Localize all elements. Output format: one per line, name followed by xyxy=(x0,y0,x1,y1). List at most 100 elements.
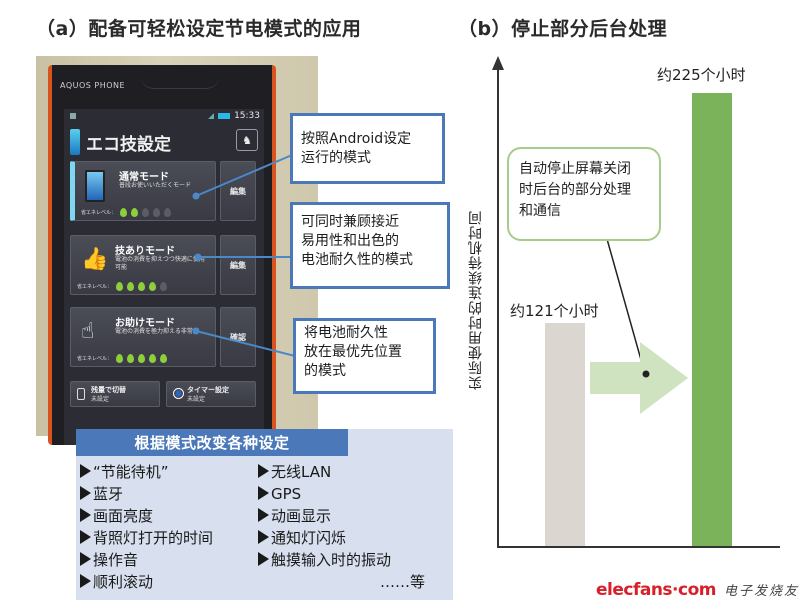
annotation-bubble: 自动停止屏幕关闭 时后台的部分处理 和通信 xyxy=(507,147,661,241)
triangle-bullet-icon xyxy=(80,508,91,522)
triangle-bullet-icon xyxy=(80,530,91,544)
callout-rescue-mode: 将电池耐久性 放在最优先位置 的模式 xyxy=(293,318,436,394)
callout-normal-mode: 按照Android设定 运行的模式 xyxy=(290,113,445,184)
screen-header: エコ技設定 xyxy=(70,129,171,155)
callout-line: 易用性和出色的 xyxy=(301,233,399,249)
signal-icon xyxy=(208,113,215,119)
phone-screen: 15:33 エコ技設定 ♞ 通常モード 普段お使いいただくモード 省エネレベル：… xyxy=(64,109,264,445)
bar-after xyxy=(692,93,732,546)
status-time: 15:33 xyxy=(234,111,260,121)
y-axis-label: 实际使用时的连续待机时间 xyxy=(468,210,484,390)
eco-mascot-icon: ♞ xyxy=(242,133,252,147)
triangle-bullet-icon xyxy=(80,552,91,566)
battery-icon xyxy=(218,113,231,119)
watermark-logo: elecfans·com xyxy=(596,580,716,600)
notification-icon xyxy=(70,113,76,119)
mode-rescue[interactable]: ☝ お助けモード 電池の消費を極力抑える非常用 省エネレベル： xyxy=(70,307,216,367)
leaf-icon xyxy=(127,282,135,291)
battery-icon xyxy=(77,388,85,400)
battery-large-icon xyxy=(70,129,80,155)
screen-title: エコ技設定 xyxy=(86,134,171,155)
leaf-icon xyxy=(160,354,168,363)
eco-level: 省エネレベル： xyxy=(77,282,168,291)
settings-list-box: 根据模式改变各种设定 “节能待机” 蓝牙 画面亮度 背照灯打开的时间 操作音 顺… xyxy=(76,429,453,600)
panel-b-title: （b）停止部分后台处理 xyxy=(458,18,668,40)
y-axis xyxy=(497,68,499,548)
leaf-icon xyxy=(153,208,161,217)
eco-level-label: 省エネレベル： xyxy=(81,210,117,216)
settings-item: 画面亮度 xyxy=(80,505,213,527)
mode-skilled-edit-button[interactable]: 編集 xyxy=(220,235,256,295)
settings-left-column: “节能待机” 蓝牙 画面亮度 背照灯打开的时间 操作音 顺利滚动 xyxy=(80,461,213,593)
eco-tech-button[interactable]: ♞ xyxy=(236,129,258,151)
triangle-bullet-icon xyxy=(258,552,269,566)
mode-rescue-confirm-button[interactable]: 確認 xyxy=(220,307,256,367)
button-sublabel: 未設定 xyxy=(91,396,110,403)
timer-icon xyxy=(173,388,184,399)
settings-item: 蓝牙 xyxy=(80,483,213,505)
settings-item: GPS xyxy=(258,483,391,505)
triangle-bullet-icon xyxy=(258,508,269,522)
mode-description: 電池の消費を極力抑える非常用 xyxy=(115,328,199,335)
eco-level-label: 省エネレベル： xyxy=(77,356,113,362)
panel-a-title: （a）配备可轻松设定节电模式的应用 xyxy=(36,18,362,40)
x-axis xyxy=(497,546,780,548)
bar-before xyxy=(545,323,585,546)
triangle-bullet-icon xyxy=(80,464,91,478)
leaf-icon xyxy=(149,354,157,363)
mode-name: 技ありモード xyxy=(115,246,175,257)
callout-skilled-mode: 可同时兼顾接近 易用性和出色的 电池耐久性的模式 xyxy=(290,202,450,289)
settings-item: “节能待机” xyxy=(80,461,213,483)
leaf-icon xyxy=(116,354,124,363)
mode-normal-edit-button[interactable]: 編集 xyxy=(220,161,256,221)
mode-name: 通常モード xyxy=(119,172,169,183)
leaf-icon xyxy=(116,282,124,291)
callout-line: 将电池耐久性 xyxy=(304,325,388,341)
button-label: タイマー設定 xyxy=(187,386,229,394)
watermark: elecfans·com 电子发烧友 xyxy=(596,580,799,600)
triangle-bullet-icon xyxy=(258,486,269,500)
button-sublabel: 未設定 xyxy=(187,396,206,403)
mode-name: お助けモード xyxy=(115,318,175,329)
settings-etc: ……等 xyxy=(379,573,425,591)
annotation-line: 时后台的部分处理 xyxy=(519,182,631,198)
settings-header: 根据模式改变各种设定 xyxy=(76,429,348,456)
phone-device: AQUOS PHONE 15:33 エコ技設定 ♞ 通常モード 普段お使いいただ… xyxy=(48,65,276,445)
phone-brand: AQUOS PHONE xyxy=(60,81,126,90)
thumbs-up-leaf-icon: 👍 xyxy=(81,247,109,272)
settings-item: 操作音 xyxy=(80,549,213,571)
settings-right-column: 无线LAN GPS 动画显示 通知灯闪烁 触摸输入时的振动 xyxy=(258,461,391,571)
settings-item: 通知灯闪烁 xyxy=(258,527,391,549)
settings-item: 触摸输入时的振动 xyxy=(258,549,391,571)
callout-line: 放在最优先位置 xyxy=(304,344,402,360)
settings-item: 背照灯打开的时间 xyxy=(80,527,213,549)
phone-speaker xyxy=(140,75,220,89)
mode-skilled[interactable]: 👍 技ありモード 電池の消費を抑えつつ快適に使用可能 省エネレベル： xyxy=(70,235,216,295)
leaf-icon xyxy=(142,208,150,217)
leaf-icon xyxy=(120,208,128,217)
leaf-icon xyxy=(127,354,135,363)
y-axis-arrow-icon xyxy=(492,56,504,70)
leaf-icon xyxy=(149,282,157,291)
annotation-line: 自动停止屏幕关闭 xyxy=(519,161,631,177)
callout-line: 运行的模式 xyxy=(301,150,371,166)
triangle-bullet-icon xyxy=(258,530,269,544)
leaf-icon xyxy=(160,282,168,291)
timer-setting-button[interactable]: タイマー設定 未設定 xyxy=(166,381,256,407)
leaf-icon xyxy=(131,208,139,217)
leaf-icon xyxy=(138,354,146,363)
watermark-text: 电子发烧友 xyxy=(723,584,799,599)
eco-level: 省エネレベル： xyxy=(81,208,172,217)
pointing-hand-leaf-icon: ☝ xyxy=(81,319,95,344)
status-bar: 15:33 xyxy=(64,109,264,123)
mode-normal[interactable]: 通常モード 普段お使いいただくモード 省エネレベル： xyxy=(70,161,216,221)
switch-by-battery-button[interactable]: 残量で切替 未設定 xyxy=(70,381,160,407)
smartphone-icon xyxy=(85,170,105,202)
eco-level: 省エネレベル： xyxy=(77,354,168,363)
callout-line: 电池耐久性的模式 xyxy=(301,252,413,268)
leaf-icon xyxy=(138,282,146,291)
triangle-bullet-icon xyxy=(80,574,91,588)
bar-label-after: 约225个小时 xyxy=(657,66,746,84)
settings-item: 动画显示 xyxy=(258,505,391,527)
triangle-bullet-icon xyxy=(80,486,91,500)
